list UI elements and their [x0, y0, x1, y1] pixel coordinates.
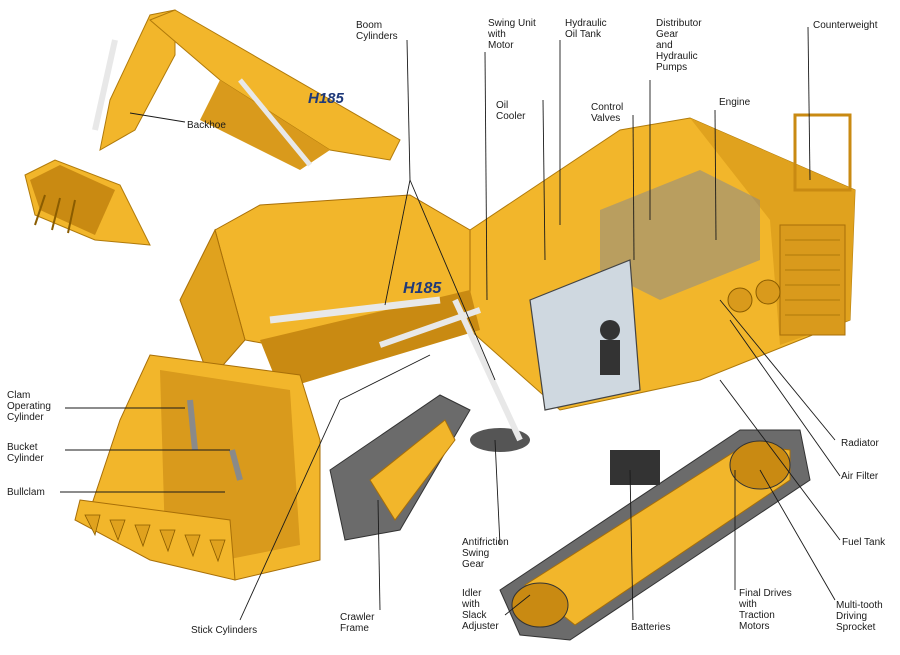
label-swing-unit: Swing Unit with Motor — [488, 18, 536, 51]
shovel-model-text: H185 — [403, 280, 442, 297]
label-radiator: Radiator — [841, 438, 879, 449]
label-idler: Idler with Slack Adjuster — [462, 588, 499, 632]
label-backhoe: Backhoe — [187, 120, 226, 131]
backhoe-model-text: H185 — [308, 90, 345, 107]
upper-structure — [469, 113, 856, 411]
label-hydraulic-oil-tank: Hydraulic Oil Tank — [565, 18, 607, 40]
leader-lines — [60, 26, 841, 621]
backhoe-attachment: H185 — [24, 9, 401, 246]
crawler-undercarriage — [329, 394, 811, 641]
label-bucket-cylinder: Bucket Cylinder — [7, 442, 44, 464]
label-engine: Engine — [719, 97, 751, 108]
label-air-filter: Air Filter — [841, 471, 879, 482]
label-counterweight: Counterweight — [813, 20, 878, 31]
label-crawler-frame: Crawler Frame — [340, 612, 375, 634]
label-control-valves: Control Valves — [591, 102, 624, 124]
label-batteries: Batteries — [631, 622, 671, 633]
shovel-front-end: H185 — [74, 194, 523, 581]
label-oil-cooler: Oil Cooler — [496, 100, 526, 122]
label-antifriction-swing-gear: Antifriction Swing Gear — [462, 537, 509, 570]
label-clam-operating-cylinder: Clam Operating Cylinder — [7, 390, 51, 423]
label-final-drives: Final Drives with Traction Motors — [739, 588, 792, 632]
label-distributor-gear: Distributor Gear and Hydraulic Pumps — [656, 18, 702, 73]
label-sprocket: Multi-tooth Driving Sprocket — [836, 600, 883, 633]
label-stick-cylinders: Stick Cylinders — [191, 625, 258, 636]
label-bullclam: Bullclam — [7, 487, 45, 498]
label-fuel-tank: Fuel Tank — [842, 537, 886, 548]
label-boom-cylinders: Boom Cylinders — [356, 20, 398, 42]
